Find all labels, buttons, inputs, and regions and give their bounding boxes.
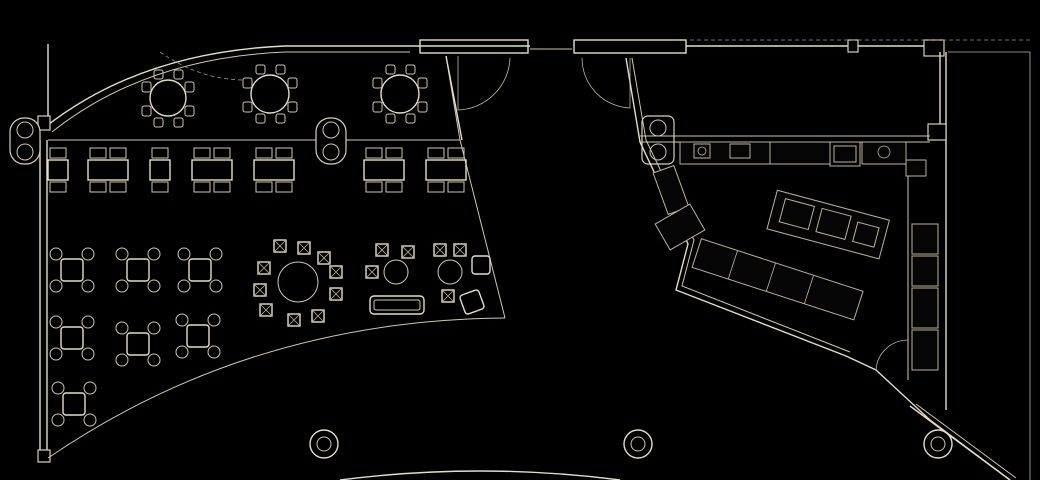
cafe-table: [115, 321, 161, 367]
wall-pilasters: [9, 115, 675, 165]
entrance-doors: [457, 56, 631, 111]
stool: [329, 265, 343, 279]
lounge-stool-cluster-small: [365, 243, 491, 315]
structural-columns: [309, 429, 953, 480]
stool: [273, 239, 287, 253]
stool: [311, 309, 325, 323]
armchair: [471, 255, 491, 275]
cafe-table: [115, 247, 161, 293]
dining-room-boundary: [47, 139, 506, 459]
cafe-table: [175, 313, 221, 359]
stool: [259, 303, 273, 317]
table-4-seat: [87, 147, 129, 193]
stool: [253, 283, 267, 297]
cafe-table: [51, 381, 97, 427]
stool: [453, 243, 467, 257]
stool: [441, 289, 455, 303]
cafe-tables: [49, 247, 223, 427]
round-table: [141, 69, 195, 128]
cafe-table: [49, 247, 95, 293]
sofa: [369, 295, 425, 315]
table-2-seat: [149, 147, 171, 193]
cafe-table: [177, 247, 223, 293]
stool: [329, 287, 343, 301]
stool: [287, 313, 301, 327]
table-4-seat: [363, 147, 405, 193]
table-2-seat: [47, 147, 69, 193]
table-4-seat: [253, 147, 295, 193]
stool: [375, 243, 389, 257]
stool: [433, 243, 447, 257]
lounge-stool-cluster: [253, 239, 343, 327]
round-table: [242, 64, 298, 124]
cafe-table: [49, 315, 95, 361]
kitchen-counter: [691, 238, 864, 321]
stool: [297, 241, 311, 255]
kitchen-island: [766, 189, 891, 260]
stool: [317, 251, 331, 265]
armchair: [459, 289, 485, 315]
table-4-seat: [191, 147, 233, 193]
stool: [365, 265, 379, 279]
stool: [401, 245, 415, 259]
outer-walls: [37, 39, 1031, 480]
round-table: [372, 64, 428, 124]
round-table-cluster: [141, 64, 428, 128]
kitchen: [625, 57, 1017, 480]
table-4-seat: [425, 147, 467, 193]
stool: [257, 261, 271, 275]
banquette-tables: [47, 147, 467, 193]
